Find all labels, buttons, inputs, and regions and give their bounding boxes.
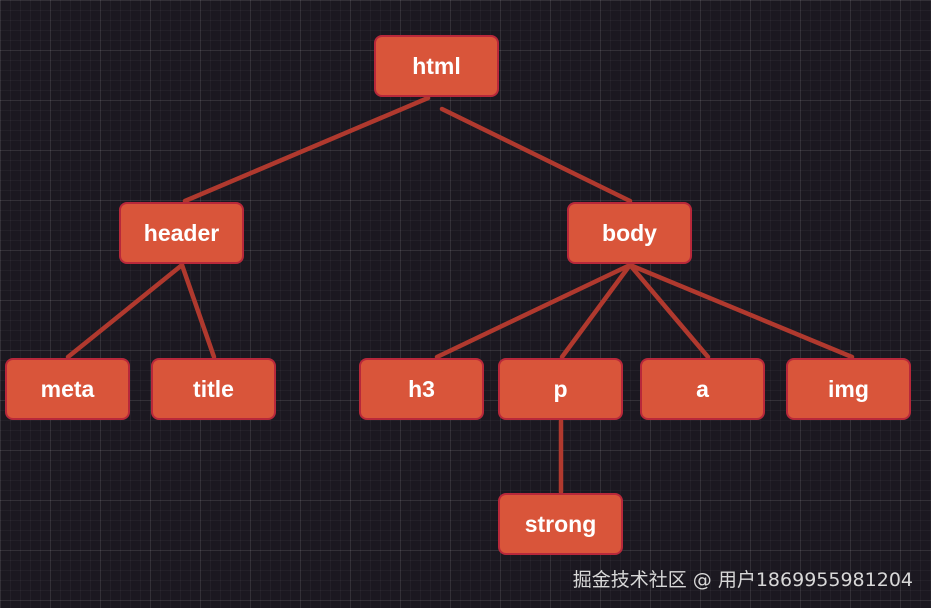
node-body[interactable]: body [567, 202, 692, 264]
edge-body-p [559, 262, 633, 360]
node-p[interactable]: p [498, 358, 623, 420]
node-h3[interactable]: h3 [359, 358, 484, 420]
watermark: 掘金技术社区 @ 用户1869955981204 [572, 569, 913, 591]
edge-body-h3 [434, 262, 633, 360]
node-a[interactable]: a [640, 358, 765, 420]
edge-html-body [439, 106, 633, 204]
node-strong[interactable]: strong [498, 493, 623, 555]
node-meta[interactable]: meta [5, 358, 130, 420]
edge-header-title [179, 262, 217, 360]
node-html[interactable]: html [374, 35, 499, 97]
edge-body-a [627, 262, 711, 360]
edge-header-meta [65, 262, 185, 360]
node-title[interactable]: title [151, 358, 276, 420]
node-img[interactable]: img [786, 358, 911, 420]
edge-html-header [182, 95, 431, 204]
node-header[interactable]: header [119, 202, 244, 264]
edge-body-img [627, 262, 855, 360]
